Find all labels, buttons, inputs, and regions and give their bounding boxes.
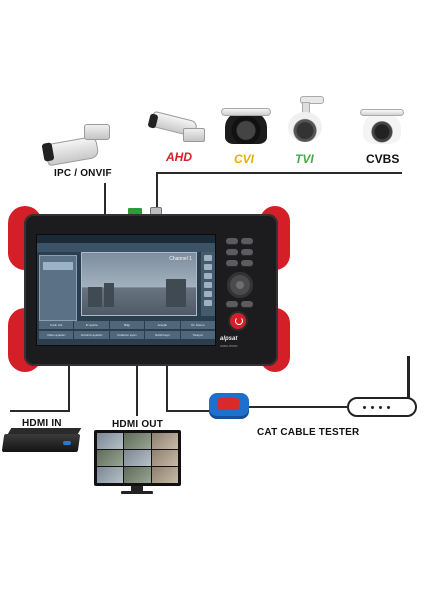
- tvi-ptz-camera: [288, 112, 322, 142]
- key-2[interactable]: [241, 238, 253, 245]
- screen-device-list: [39, 255, 77, 321]
- key-6[interactable]: [241, 260, 253, 267]
- wire-hdmi-in-horizontal: [10, 410, 70, 412]
- hdmi-monitor: [94, 430, 181, 486]
- key-7[interactable]: [226, 301, 238, 308]
- cvbs-dome-base: [360, 109, 404, 116]
- hdmi-out-label: HDMI OUT: [112, 419, 164, 430]
- wire-hdmi-out-vertical: [136, 366, 138, 416]
- ipc-onvif-label: IPC / ONVIF: [54, 168, 112, 179]
- tab-live[interactable]: Canlı izle: [39, 321, 74, 329]
- tab-video-settings[interactable]: Video ayarları: [39, 331, 74, 339]
- device-model: ASDX-IP07R: [220, 344, 238, 348]
- screen-channel-label: Channel 1: [169, 256, 192, 262]
- ahd-camera-mount: [183, 128, 205, 142]
- wire-tester-horizontal: [166, 410, 210, 412]
- device-brand: alpsat: [220, 336, 238, 342]
- cvbs-dome-camera: [363, 112, 401, 144]
- screen-toolbar: [37, 243, 215, 252]
- screen-tabs-row1: Canlı izle IP ayarla Bilgi Araçlar Ön İz…: [39, 321, 215, 329]
- tab-image-settings[interactable]: Görüntü ayarları: [74, 331, 109, 339]
- tvi-label: TVI: [295, 152, 314, 166]
- tab-internal-record[interactable]: Dahili kayıt: [145, 331, 180, 339]
- dvr-led: [63, 441, 71, 445]
- tab-tools[interactable]: Araçlar: [145, 321, 180, 329]
- screen-side-tools: [201, 252, 215, 316]
- wire-tester-router: [249, 406, 347, 408]
- tester-screen: Channel 1 Canlı izle IP ayarla Bilgi Ara…: [36, 234, 216, 346]
- ipc-camera-mount: [84, 124, 110, 140]
- router-antenna: [407, 356, 410, 400]
- key-8[interactable]: [241, 301, 253, 308]
- tvi-ptz-arm: [300, 96, 324, 104]
- tab-preview[interactable]: Ön İzleme: [180, 321, 215, 329]
- ahd-label: AHD: [166, 150, 192, 164]
- top-port-green: [128, 208, 142, 216]
- wire-analog-vertical: [156, 172, 158, 212]
- cvi-label: CVI: [234, 152, 255, 166]
- key-4[interactable]: [241, 249, 253, 256]
- screen-tabs-row2: Video ayarları Görüntü ayarları Kullanım…: [39, 331, 215, 339]
- screen-status-bar: [37, 235, 215, 243]
- tab-usage-settings[interactable]: Kullanım ayarı: [109, 331, 145, 339]
- monitor-stand-base: [121, 491, 153, 494]
- tab-info[interactable]: Bilgi: [109, 321, 145, 329]
- wire-analog-horizontal: [156, 172, 402, 174]
- cvbs-label: CVBS: [366, 152, 400, 166]
- key-3[interactable]: [226, 249, 238, 256]
- cat-cable-tester-label: CAT CABLE TESTER: [257, 427, 360, 438]
- cat-cable-tester-device: [209, 393, 249, 419]
- hdmi-in-label: HDMI IN: [22, 418, 62, 429]
- power-button[interactable]: [230, 313, 246, 329]
- cvi-dome-base: [221, 108, 271, 116]
- monitor-screen-grid: [97, 433, 178, 483]
- tab-ip[interactable]: IP ayarla: [74, 321, 109, 329]
- key-1[interactable]: [226, 238, 238, 245]
- tab-browser[interactable]: Tarayıcı: [180, 331, 215, 339]
- screen-video-preview: Channel 1: [81, 252, 197, 316]
- wire-tester-vertical: [166, 366, 168, 412]
- key-5[interactable]: [226, 260, 238, 267]
- monitor-stand: [131, 486, 143, 492]
- dpad-control[interactable]: [227, 272, 253, 298]
- network-router: [347, 397, 417, 417]
- wire-hdmi-in-vertical: [68, 366, 70, 412]
- wire-ipc-vertical: [104, 183, 106, 216]
